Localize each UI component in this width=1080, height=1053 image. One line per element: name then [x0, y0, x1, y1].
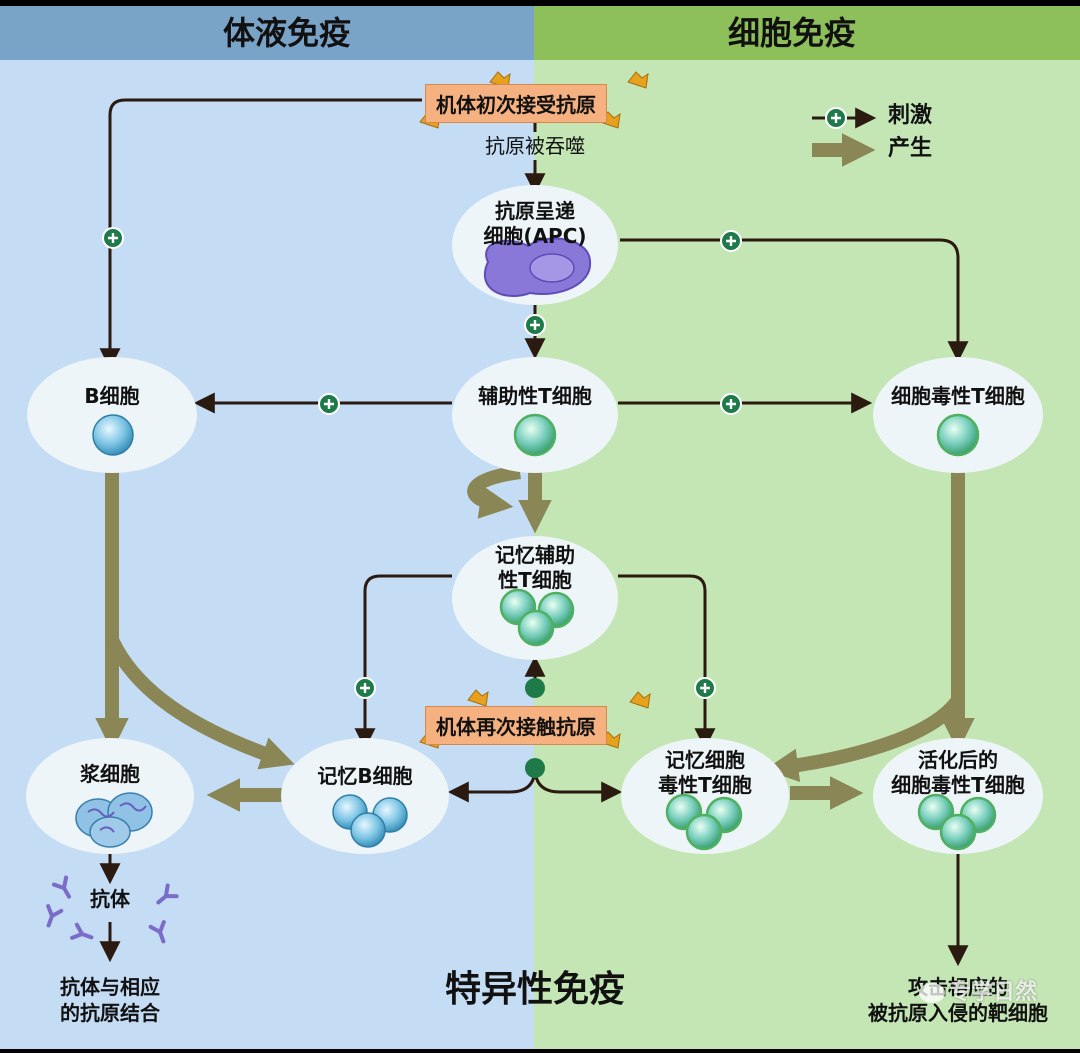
watermark: 专学日然 [898, 980, 1058, 1006]
binding-label-line2: 的抗原结合 [60, 1001, 160, 1025]
junction-dot-upper [525, 678, 545, 698]
arrow-memhelper-to-memcyto [618, 574, 716, 750]
arrow-helper-self-loop [467, 465, 521, 519]
plus-icon [318, 393, 340, 415]
cellular-panel [534, 60, 1080, 1049]
antigen-icon [467, 689, 489, 707]
humoral-panel [0, 60, 534, 1049]
wechat-icon [918, 983, 945, 1003]
plus-icon [825, 107, 847, 129]
plus-icon [720, 230, 742, 252]
b-cell-icon [92, 414, 134, 456]
cytotoxic-t-label: 细胞毒性T细胞 [891, 384, 1025, 408]
node-plasma [26, 738, 194, 854]
cytotoxic-t-cell-icon [936, 413, 980, 457]
arrow-memhelper-to-memb [354, 574, 452, 750]
plus-icon [694, 677, 716, 699]
produce-arrows [95, 465, 975, 812]
attack-label-line2: 被抗原入侵的靶细胞 [868, 1001, 1048, 1025]
apc-blob-icon [483, 237, 592, 297]
node-memory-cyto [621, 738, 789, 854]
helper-t-label: 辅助性T细胞 [478, 384, 592, 408]
engulfed-label: 抗原被吞噬 [485, 134, 585, 158]
memory-cyto-label-line2: 毒性T细胞 [658, 773, 752, 797]
arrow-b-to-memory-b [105, 636, 295, 770]
node-memory-helper [452, 536, 618, 660]
cellular-header-band [534, 6, 1080, 60]
plasma-cells-icon [75, 792, 153, 848]
antigen-icon [629, 691, 651, 709]
first-contact-banner: 机体初次接受抗原 [425, 84, 607, 123]
junction-dot-lower [525, 758, 545, 778]
b-cell-label: B细胞 [84, 384, 140, 408]
plus-icon [524, 314, 546, 336]
antigen-icon [627, 71, 649, 89]
memory-helper-label-line2: 性T细胞 [498, 568, 572, 592]
memory-helper-cells-icon [499, 588, 575, 647]
antibody-icon [148, 920, 166, 944]
antibody-icon [156, 883, 179, 905]
plus-icon [720, 393, 742, 415]
helper-t-cell-icon [513, 413, 557, 457]
memory-cyto-cells-icon [665, 793, 743, 851]
antibody-icon [70, 922, 94, 940]
antibody-label: 抗体 [90, 887, 130, 911]
memory-cyto-label-line1: 记忆细胞 [665, 748, 745, 772]
arrow-apc-to-cyto [620, 238, 969, 363]
memory-helper-label-line1: 记忆辅助 [495, 543, 575, 567]
plasma-label: 浆细胞 [80, 762, 140, 786]
activated-label-line1: 活化后的 [918, 748, 998, 772]
humoral-header-band [0, 6, 534, 60]
activated-cyto-cells-icon [917, 793, 997, 851]
legend-stimulate-label: 刺激 [888, 103, 933, 128]
plus-icon [102, 227, 124, 249]
apc-label-line1: 抗原呈递 [495, 199, 575, 223]
legend-produce-label: 产生 [888, 136, 933, 161]
plus-markers [102, 227, 742, 699]
footer-title: 特异性免疫 [444, 969, 625, 1010]
antibody-icon [46, 904, 64, 928]
apc-label-line2: 细胞(APC) [483, 224, 587, 248]
cellular-header: 细胞免疫 [727, 14, 856, 52]
second-contact-banner: 机体再次接触抗原 [425, 706, 607, 745]
humoral-header: 体液免疫 [222, 14, 351, 52]
antibody-icons [46, 875, 179, 944]
memory-b-cells-icon [332, 794, 408, 848]
watermark-text: 专学日然 [948, 980, 1037, 1005]
binding-label-line1: 抗体与相应 [60, 975, 160, 999]
activated-label-line2: 细胞毒性T细胞 [891, 773, 1025, 797]
antibody-icon [51, 875, 71, 899]
legend-glyphs [812, 107, 877, 167]
top-border [0, 0, 1080, 6]
arrow-antigen-to-b [99, 98, 422, 370]
node-memory-b [281, 738, 449, 854]
memory-b-label: 记忆B细胞 [317, 764, 413, 788]
node-activated-cyto [873, 738, 1043, 854]
plus-icon [354, 677, 376, 699]
